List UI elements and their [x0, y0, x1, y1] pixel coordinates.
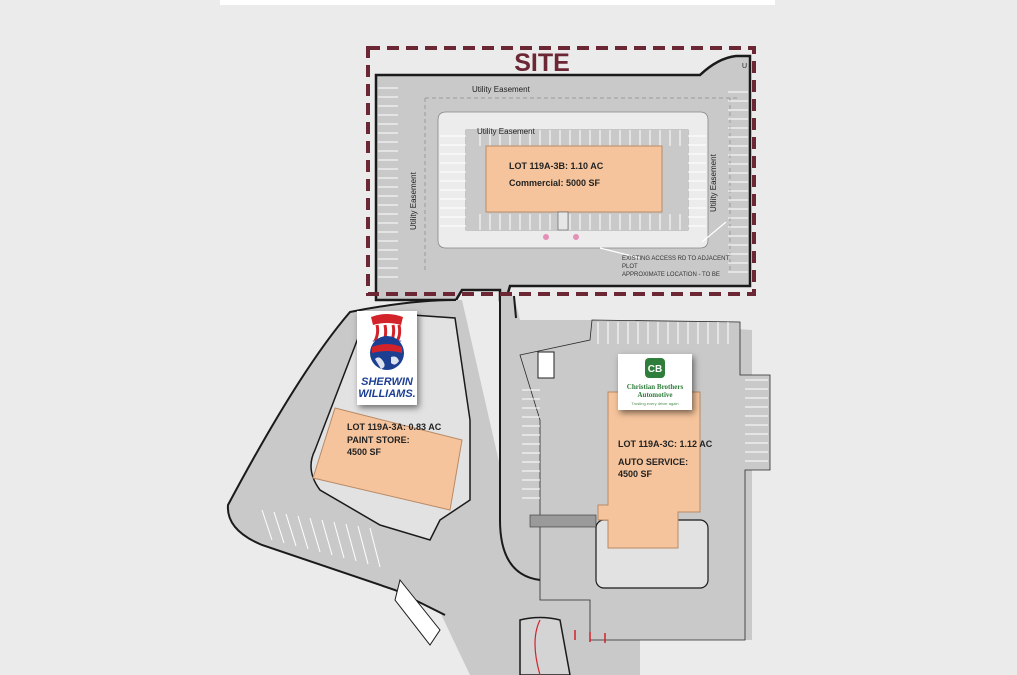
- cb-mark: CB: [648, 364, 662, 375]
- parking-stall-line: [345, 523, 357, 562]
- site-corner-mark: U: [742, 63, 747, 70]
- access-arrow: [599, 221, 727, 259]
- cb-line1: Christian Brothers: [626, 383, 684, 391]
- easement-label-left: Utility Easement: [409, 171, 418, 230]
- main-entry-drive: [519, 616, 571, 675]
- christian-brothers-logo: CB Christian Brothers Automotive Trustin…: [618, 354, 692, 410]
- cb-tagline: Trusting every driver again: [631, 401, 679, 406]
- building-lot-119a-3c: [597, 391, 701, 549]
- site-parking-stalls: [378, 87, 748, 278]
- lot-119a-3a-line2: PAINT STORE:: [347, 435, 410, 445]
- lot-119a-3a-line3: 4500 SF: [347, 447, 382, 457]
- easement-label-inner: Utility Easement: [477, 127, 536, 136]
- easement-label-right: Utility Easement: [709, 153, 718, 212]
- sherwin-line2: WILLIAMS.: [358, 388, 416, 400]
- parking-stall-line: [357, 525, 369, 565]
- cb-line2: Automotive: [637, 391, 673, 399]
- parking-stall-line: [309, 517, 321, 553]
- top-margin-strip: [220, 0, 775, 5]
- parking-stall-line: [261, 509, 273, 541]
- ramp-curve: [394, 578, 441, 646]
- building-lot-119a-3a: [312, 407, 463, 511]
- access-note-line3: APPROXIMATE LOCATION - TO BE: [622, 272, 720, 278]
- access-note-line1: EXISTING ACCESS RD TO ADJACENT: [622, 256, 729, 262]
- parking-stall-line: [321, 519, 333, 556]
- lot-119a-3b-line2: Commercial: 5000 SF: [509, 178, 601, 188]
- lot-119a-3a-line1: LOT 119A-3A: 0.83 AC: [347, 422, 442, 432]
- sherwin-williams-logo: COVER THE EARTH SHERWIN WILLIAMS.: [357, 311, 417, 405]
- entry-sidewalk: [534, 619, 541, 675]
- lot-119a-3c-line2: AUTO SERVICE:: [618, 457, 688, 467]
- accessible-stall-icons: [543, 234, 579, 240]
- center-drive-curb: [499, 296, 541, 581]
- lot-119a-3c-line1: LOT 119A-3C: 1.12 AC: [618, 439, 713, 449]
- parking-stall-line: [273, 511, 285, 544]
- lot-119a-3b-line1: LOT 119A-3B: 1.10 AC: [509, 161, 604, 171]
- site-title: SITE: [514, 49, 570, 77]
- trash-enclosure: [537, 351, 555, 379]
- building-lot-119a-3b: [485, 145, 663, 213]
- access-note-line2: PLOT: [622, 264, 638, 270]
- sherwin-globe-text: COVER THE EARTH: [373, 339, 402, 343]
- easement-label-top: Utility Easement: [472, 85, 531, 94]
- parking-stall-line: [297, 515, 309, 550]
- center-drive-curb-east: [513, 295, 517, 319]
- sherwin-line1: SHERWIN: [361, 376, 413, 388]
- paint-globe-icon: COVER THE EARTH: [370, 314, 404, 370]
- parking-stall-line: [369, 527, 381, 568]
- lower-parking-stalls: [261, 322, 768, 568]
- lot-119a-3c-line3: 4500 SF: [618, 469, 653, 479]
- site-boundary: [366, 46, 756, 296]
- cb-walkway: [529, 514, 597, 528]
- parking-stall-line: [333, 521, 345, 559]
- parking-stall-line: [285, 513, 297, 547]
- cb-logo-icon: CB: [645, 358, 665, 378]
- building-119a-3b-entry: [557, 211, 569, 231]
- red-sidewalk-marks: [574, 630, 606, 643]
